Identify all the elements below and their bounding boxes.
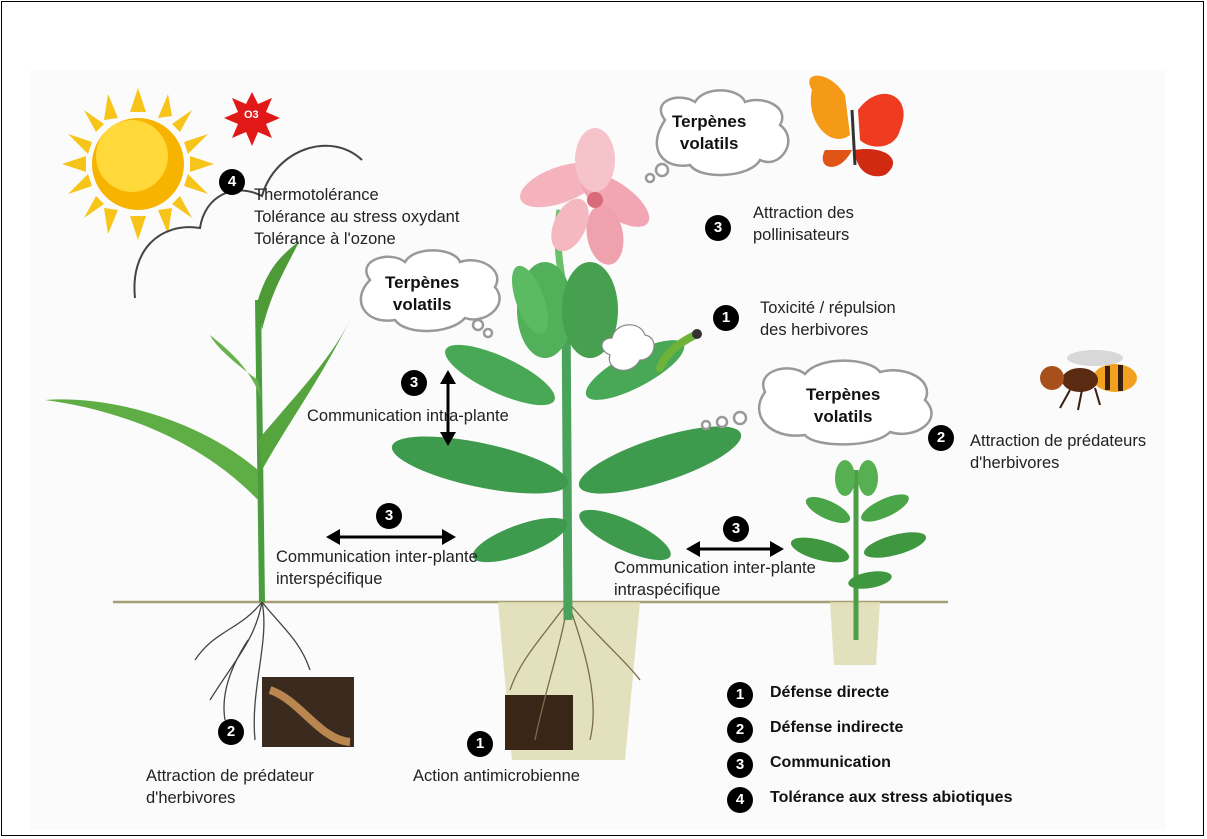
label-line: pollinisateurs [753,224,854,246]
label-line: Communication inter-plante [614,557,816,579]
bubble-text-right: Terpènes volatils [806,384,880,428]
badge-herbivores: 1 [713,305,739,331]
badge-pollinators: 3 [705,215,731,241]
ozone-symbol: O3 [244,109,259,121]
bubble-line: volatils [806,406,880,428]
label-inter-left: Communication inter-plante interspécifiq… [276,546,478,590]
bubble-text-flower: Terpènes volatils [672,111,746,155]
legend-text: Tolérance aux stress abiotiques [770,789,1012,807]
badge-predator-root: 2 [218,719,244,745]
badge-abiotic: 4 [219,169,245,195]
bubble-line: volatils [672,133,746,155]
badge-inter-right: 3 [723,516,749,542]
label-line: Attraction de prédateurs [970,430,1146,452]
legend-badge: 2 [727,717,753,743]
label-line: Communication inter-plante [276,546,478,568]
bubble-line: volatils [385,294,459,316]
label-line: d'herbivores [146,787,314,809]
label-line: interspécifique [276,568,478,590]
label-line: des herbivores [760,319,896,341]
label-line: Communication intra-plante [307,405,509,427]
bubble-line: Terpènes [672,111,746,133]
label-predator-root: Attraction de prédateur d'herbivores [146,765,314,809]
legend-text: Communication [770,754,891,772]
label-line: intraspécifique [614,579,816,601]
badge-predators-right: 2 [928,425,954,451]
bubble-text-left: Terpènes volatils [385,272,459,316]
label-intra-plant: Communication intra-plante [307,405,509,427]
label-predators-right: Attraction de prédateurs d'herbivores [970,430,1146,474]
bubble-line: Terpènes [385,272,459,294]
label-line: Action antimicrobienne [413,765,580,787]
label-line: Attraction des [753,202,854,224]
label-line: Thermotolérance [254,184,459,206]
badge-antimicrobial: 1 [467,731,493,757]
label-line: Toxicité / répulsion [760,297,896,319]
badge-inter-left: 3 [376,503,402,529]
label-pollinators: Attraction des pollinisateurs [753,202,854,246]
legend-badge: 1 [727,682,753,708]
badge-intra-plant: 3 [401,370,427,396]
label-herbivores: Toxicité / répulsion des herbivores [760,297,896,341]
label-inter-right: Communication inter-plante intraspécifiq… [614,557,816,601]
label-abiotic-tolerance: Thermotolérance Tolérance au stress oxyd… [254,184,459,250]
label-line: Tolérance à l'ozone [254,228,459,250]
label-antimicrobial: Action antimicrobienne [413,765,580,787]
bubble-line: Terpènes [806,384,880,406]
sun-icon [62,88,214,240]
label-line: Attraction de prédateur [146,765,314,787]
label-line: d'herbivores [970,452,1146,474]
legend-badge: 4 [727,787,753,813]
legend-text: Défense directe [770,684,889,702]
legend-badge: 3 [727,752,753,778]
label-line: Tolérance au stress oxydant [254,206,459,228]
legend-text: Défense indirecte [770,719,903,737]
